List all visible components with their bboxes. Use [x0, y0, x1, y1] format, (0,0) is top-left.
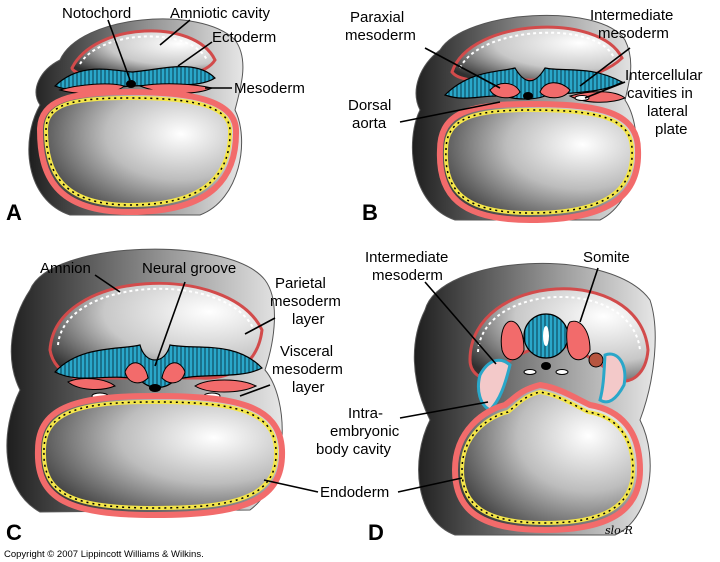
- panel-letter-d: D: [368, 520, 384, 545]
- copyright-notice: Copyright © 2007 Lippincott Williams & W…: [4, 549, 204, 560]
- panel-b-leader-paraxial: [424, 47, 501, 89]
- panel-b-paraxial-right: [539, 82, 571, 99]
- label-parietal-mesoderm: Parietal mesoderm layer: [270, 275, 345, 328]
- label-endoderm: Endoderm: [320, 484, 389, 501]
- label-intermediate-mesoderm-b: Intermediate mesoderm: [590, 7, 678, 42]
- panel-letter-a: A: [6, 200, 22, 225]
- panel-b: Paraxial mesoderm Intermediate mesoderm …: [345, 7, 707, 225]
- panel-b-yolk-sac: [436, 100, 642, 224]
- panel-c-endoderm: [41, 399, 279, 511]
- label-intermediate-mesoderm-d: Intermediate mesoderm: [365, 249, 453, 284]
- panel-c-lateral-right: [194, 379, 258, 393]
- label-somite: Somite: [583, 249, 630, 266]
- panel-d-aorta-left: [523, 369, 537, 375]
- panel-b-leader-intercellular: [584, 81, 626, 99]
- panel-a-endoderm-dots: [45, 97, 231, 206]
- label-intercellular-cavities: Intercellular cavities in lateral plate: [625, 67, 707, 138]
- panel-a: Notochord Amniotic cavity Ectoderm Mesod…: [6, 5, 305, 225]
- panel-a-amniotic-cavity: [70, 29, 217, 76]
- label-visceral-mesoderm: Visceral mesoderm layer: [272, 343, 347, 396]
- panel-b-notochord: [523, 92, 533, 100]
- panel-a-amnion-dashes: [79, 35, 208, 65]
- panel-a-yolk-sac: [36, 88, 240, 216]
- panel-b-amnion-dashes: [459, 31, 615, 69]
- panel-b-leader-dorsal-aorta: [399, 101, 501, 123]
- label-intraembryonic-cavity: Intra- embryonic body cavity: [316, 405, 403, 458]
- panel-d-leader-intraembryonic: [399, 401, 489, 419]
- panel-a-leader-ectoderm: [177, 41, 213, 67]
- panel-a-leader-amniotic: [159, 19, 191, 46]
- panel-c-leader-visceral: [239, 384, 271, 397]
- label-ectoderm: Ectoderm: [212, 29, 276, 46]
- panel-d-somite-left: [500, 320, 525, 361]
- panel-b-endoderm: [443, 107, 635, 216]
- panel-d-neural-canal: [543, 326, 549, 346]
- label-amniotic-cavity: Amniotic cavity: [170, 5, 271, 22]
- panel-b-amniotic-cavity: [450, 25, 624, 82]
- panel-d-intermediate-right: [588, 352, 604, 368]
- panel-c-somite-left: [124, 362, 149, 384]
- panel-letter-b: B: [362, 200, 378, 225]
- panel-letter-c: C: [6, 520, 22, 545]
- panel-c-leader-neural-groove: [154, 281, 186, 367]
- label-mesoderm: Mesoderm: [234, 80, 305, 97]
- panel-c-leader-amnion: [94, 274, 121, 293]
- artist-signature: slo-R: [605, 524, 633, 537]
- panel-a-notochord: [126, 80, 136, 88]
- panel-c-notochord: [149, 384, 161, 392]
- panel-c-leader-parietal: [244, 317, 276, 335]
- panel-b-leader-intermediate: [579, 47, 631, 87]
- panel-a-leader-notochord: [107, 19, 131, 81]
- panel-c-amnion-dashes: [57, 287, 255, 346]
- panel-d-yolk-sac: [451, 381, 644, 534]
- panel-b-intercellular-cavity: [574, 95, 590, 101]
- panel-d-leader-intermediate: [424, 281, 497, 365]
- panel-d-amnion-dashes: [477, 296, 641, 353]
- panel-d-leader-endoderm: [397, 477, 463, 493]
- panel-d-notochord: [541, 362, 551, 370]
- panel-c-lateral-left: [67, 378, 116, 390]
- panel-d-endoderm-dots: [461, 391, 634, 524]
- panel-c-leader-endoderm: [263, 479, 319, 493]
- label-amnion: Amnion: [40, 260, 91, 277]
- panel-d-body-wall-right: [598, 352, 627, 404]
- panel-d-leader-somite: [579, 267, 599, 323]
- label-neural-groove: Neural groove: [142, 260, 236, 277]
- panel-d: Intermediate mesoderm Somite Intra- embr…: [263, 249, 656, 545]
- panel-c-yolk-sac: [34, 392, 286, 519]
- panel-c: Amnion Neural groove Parietal mesoderm l…: [6, 248, 347, 545]
- panel-c-somite-right: [161, 362, 186, 384]
- panel-d-somite-right: [566, 320, 591, 361]
- panel-d-aorta-right: [555, 369, 569, 375]
- label-paraxial-mesoderm: Paraxial mesoderm: [345, 9, 416, 44]
- label-dorsal-aorta: Dorsal aorta: [348, 97, 396, 132]
- label-notochord: Notochord: [62, 5, 131, 22]
